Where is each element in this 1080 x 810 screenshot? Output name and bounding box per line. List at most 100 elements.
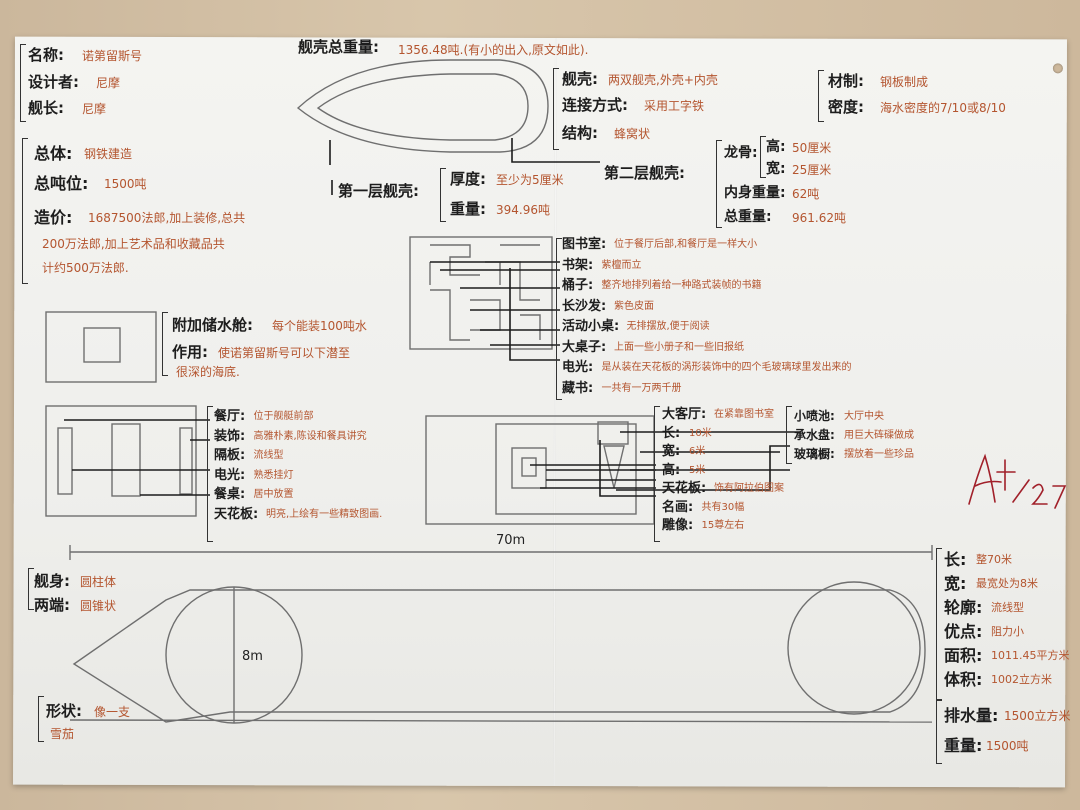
first-thickness-label: 厚度: [450, 170, 486, 188]
salon-feature-label: 小喷池: [794, 409, 835, 423]
library-item-value: 整齐地排列着给一种路式装帧的书籍 [601, 280, 762, 291]
cost-label: 造价: [34, 208, 73, 227]
leader-dining [64, 419, 210, 496]
ballast-purpose-label: 作用: [172, 343, 208, 361]
spec-item-value: 流线型 [991, 601, 1024, 614]
library-item-value: 无排摆放,便于阅读 [626, 321, 710, 332]
salon-item-label: 天花板: [662, 481, 707, 496]
dining-plan [45, 405, 197, 517]
library-item-label: 活动小桌: [562, 319, 620, 334]
library-item-label: 书架: [562, 257, 594, 273]
structure-label: 结构: [562, 124, 598, 142]
captain-value: 尼摩 [82, 102, 107, 116]
structure-value: 蜂窝状 [614, 127, 651, 141]
overall-body-label: 总体: [34, 144, 73, 163]
library-item-value: 是从装在天花板的涡形装饰中的四个毛玻璃球里发出来的 [601, 362, 852, 373]
spec-item-label: 宽: [944, 574, 967, 593]
shell-value: 两双舰壳,外壳+内壳 [608, 73, 718, 87]
total-weight-label: 总重量: [724, 209, 772, 225]
salon-item-value: 共有30幅 [701, 501, 745, 513]
salon-item-value: 在紧靠图书室 [714, 409, 774, 420]
keel-label: 龙骨: [724, 145, 758, 161]
ballast-outer [45, 311, 157, 383]
dining-item-label: 隔板: [214, 448, 246, 463]
hull-body-label: 舰身: [34, 572, 70, 590]
total-hull-weight-label: 舰壳总重量: [298, 38, 379, 56]
salon-item-label: 大客厅: [662, 407, 707, 422]
total-weight-value: 961.62吨 [792, 211, 846, 225]
salon-feature-value: 大厅中央 [844, 411, 884, 422]
captain-label: 舰长: [28, 99, 64, 117]
salon-item-value: 5米 [689, 464, 706, 476]
diameter-mark: 8m [242, 649, 263, 664]
first-thickness-value: 至少为5厘米 [496, 173, 564, 187]
tonnage-value: 1500吨 [104, 177, 147, 191]
salon-item-value: 6米 [689, 446, 706, 457]
salon-item-label: 高: [662, 462, 681, 478]
first-shell-title: 第一层舰壳: [338, 182, 419, 200]
library-item-label: 电光: [562, 360, 594, 375]
library-item-value: 一共有一万两千册 [601, 382, 682, 394]
name-label: 名称: [28, 46, 64, 64]
ballast-inner [83, 327, 121, 363]
spec-weight-label: 重量: [944, 736, 983, 755]
dining-item-value: 熟悉挂灯 [253, 469, 294, 481]
cost-line-3: 计约500万法郎. [42, 261, 129, 275]
library-item-value: 位于餐厅后部,和餐厅是一样大小 [614, 239, 758, 250]
displacement-label: 排水量: [944, 706, 999, 725]
spec-item-value: 1002立方米 [991, 673, 1052, 686]
library-item-label: 桶子: [562, 278, 594, 293]
dining-item-label: 天花板: [214, 506, 259, 522]
first-weight-value: 394.96吨 [496, 203, 550, 217]
library-item-value: 紫檀而立 [601, 259, 642, 271]
inner-weight-label: 内身重量: [724, 185, 786, 201]
spec-item-label: 体积: [944, 670, 983, 689]
salon-item-label: 雕像: [662, 518, 694, 533]
spec-item-label: 轮廓: [944, 598, 983, 617]
dining-item-value: 位于舰艇前部 [253, 411, 314, 422]
total-hull-weight-value: 1356.48吨.(有小的出入,原文如此). [398, 43, 589, 57]
ballast-tank-label: 附加储水舱: [172, 316, 253, 334]
library-item-label: 长沙发: [562, 298, 607, 314]
dining-item-value: 明亮,上绘有一些精致图画. [266, 508, 383, 520]
dining-item-value: 居中放置 [253, 489, 294, 500]
salon-item-value: 10米 [689, 427, 712, 439]
material-label: 材制: [828, 72, 864, 90]
salon-feature-label: 玻璃橱: [794, 447, 835, 461]
spec-item-value: 阻力小 [991, 625, 1024, 638]
connection-value: 采用工字铁 [644, 99, 705, 113]
spec-item-label: 长: [944, 550, 967, 569]
inner-weight-value: 62吨 [792, 187, 820, 201]
density-value: 海水密度的7/10或8/10 [880, 101, 1006, 115]
keel-width-label: 宽: [766, 161, 786, 177]
hull-rear-section [787, 581, 921, 715]
cigar-hull [72, 589, 926, 723]
keel-height-label: 高: [766, 139, 786, 155]
cost-line-2: 200万法郎,加上艺术品和收藏品共 [42, 237, 225, 251]
shell-label: 舰壳: [562, 70, 598, 88]
shape-line-2: 雪茄 [50, 727, 75, 741]
hull-body-value: 圆柱体 [80, 575, 117, 589]
tonnage-label: 总吨位: [34, 174, 89, 193]
ballast-tank-value: 每个能装100吨水 [272, 319, 367, 333]
material-value: 钢板制成 [880, 75, 929, 89]
shape-label: 形状: [46, 702, 82, 720]
salon-feature-value: 摆放着一些珍品 [844, 449, 914, 460]
spec-item-label: 面积: [944, 646, 983, 665]
cost-line-1: 1687500法郎,加上装修,总共 [88, 211, 246, 225]
designer-label: 设计者: [28, 73, 79, 91]
library-item-label: 藏书: [562, 380, 594, 396]
salon-item-label: 宽: [662, 444, 681, 459]
ballast-purpose-line-2: 很深的海底. [176, 365, 240, 379]
connection-label: 连接方式: [562, 96, 628, 114]
library-item-label: 图书室: [562, 237, 607, 252]
hull-ends-label: 两端: [34, 596, 70, 614]
hull-ends-value: 圆锥状 [80, 599, 117, 613]
hull-outer-outline [296, 59, 549, 153]
length-mark: 70m [496, 533, 526, 548]
dining-table [111, 423, 141, 497]
library-plan [409, 236, 553, 350]
name-value: 诺第留斯号 [82, 49, 143, 63]
first-weight-label: 重量: [450, 200, 486, 218]
